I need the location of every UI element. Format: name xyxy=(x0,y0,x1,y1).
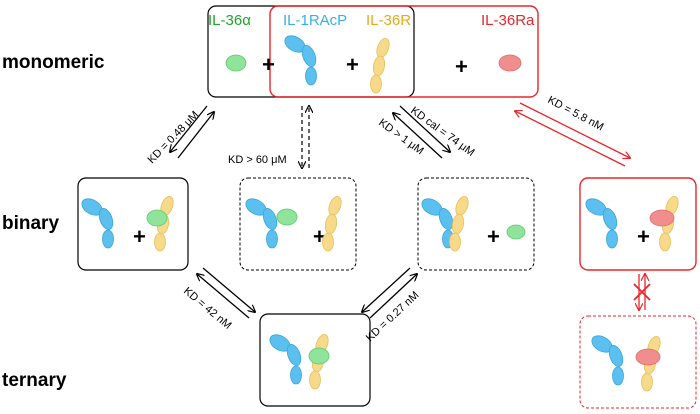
legend-il1racp: IL-1RAcP xyxy=(283,12,347,29)
ternary-box xyxy=(259,313,371,407)
kd-label-5: KD = 42 nM xyxy=(181,285,233,332)
il36a-binary2 xyxy=(276,208,298,226)
kd-label-1: KD = 0.48 μM xyxy=(146,109,202,166)
plus-sign: + xyxy=(455,54,468,79)
il36a-monomer xyxy=(225,54,247,72)
binary-box-ra xyxy=(579,177,697,271)
blocked-cross-icon xyxy=(633,283,651,301)
legend-il36r: IL-36R xyxy=(366,12,411,29)
arrow-from-binary1 xyxy=(177,112,214,159)
il1racp-ternary-ra xyxy=(588,332,626,386)
binary-box-2 xyxy=(239,177,357,271)
arrow-to-binary1 xyxy=(170,105,208,152)
il36r-binary2 xyxy=(322,194,344,252)
il1racp-binary-ra xyxy=(582,195,620,249)
il1racp-monomer xyxy=(281,32,319,86)
arrow-binary1-to-ternary xyxy=(202,267,255,312)
il1racp-ternary xyxy=(266,331,304,385)
arrow-ternary-to-binary1 xyxy=(197,274,250,319)
row-label-binary: binary xyxy=(2,213,59,234)
plus-sign: + xyxy=(346,52,359,77)
il36ra-monomer xyxy=(498,54,522,72)
il36a-binary1 xyxy=(146,209,168,227)
il36ra-ternary xyxy=(635,348,661,366)
arrow-to-binary3 xyxy=(399,105,450,152)
il1racp-binary1 xyxy=(78,195,116,249)
monomeric-red-box xyxy=(269,5,539,98)
il36a-ternary xyxy=(308,347,330,365)
il36ra-binary xyxy=(649,209,675,227)
binary-box-1 xyxy=(77,177,189,271)
il1racp-binary2 xyxy=(242,195,280,249)
plus-sign: + xyxy=(487,224,500,249)
kd-label-4: KD = 5.8 nM xyxy=(546,94,606,133)
plus-sign: + xyxy=(262,52,275,77)
plus-sign: + xyxy=(637,224,650,249)
il36r-monomer xyxy=(370,36,392,94)
ternary-box-ra xyxy=(579,315,697,409)
row-label-ternary: ternary xyxy=(2,370,67,391)
red-arrow-to-binary-ra xyxy=(519,102,630,158)
il36r-binary3 xyxy=(449,194,471,252)
binary-box-3 xyxy=(417,177,535,271)
legend-il36ra: IL-36Ra xyxy=(481,12,535,29)
arrow-from-binary3 xyxy=(393,113,443,159)
row-label-monomeric: monomeric xyxy=(2,52,105,73)
il36a-binary3 xyxy=(506,224,526,240)
arrow-ternary-to-binary3 xyxy=(369,274,417,319)
red-arrow-from-binary-ra xyxy=(515,111,626,167)
plus-sign: + xyxy=(133,224,146,249)
arrow-binary3-to-ternary xyxy=(362,267,411,312)
kd-label-2: KD > 60 μM xyxy=(228,154,287,166)
legend-il36a: IL-36α xyxy=(208,12,251,29)
